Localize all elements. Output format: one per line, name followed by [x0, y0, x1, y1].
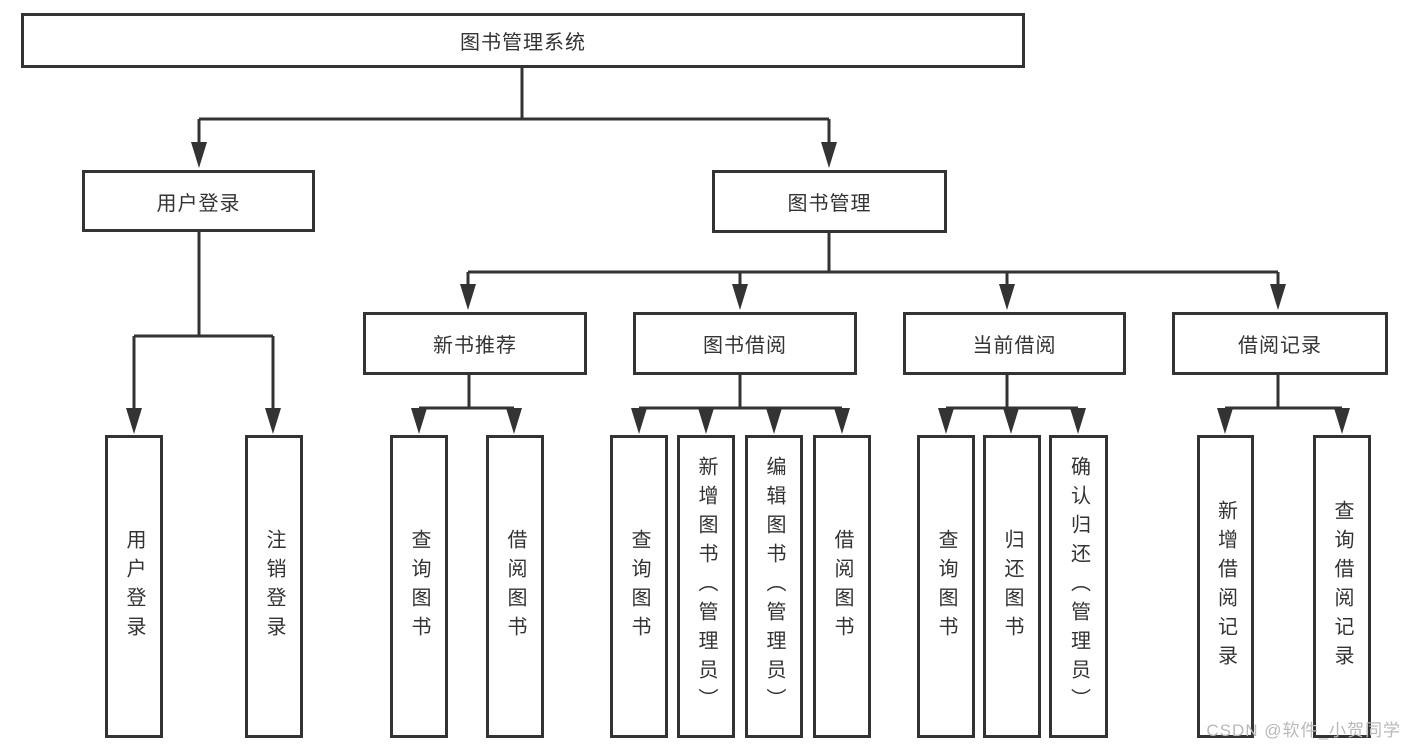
node-book-borrowing: 图书借阅	[633, 312, 857, 375]
leaf-bb-edit-books-admin: 编辑图书（管理员）	[745, 435, 803, 738]
leaf-br-add-record: 新增借阅记录	[1197, 435, 1254, 738]
leaf-br-add-record-label: 新增借阅记录	[1214, 499, 1237, 674]
leaf-logout-login-label: 注销登录	[263, 528, 285, 645]
leaf-bb-add-books-admin-label: 新增图书（管理员）	[695, 456, 717, 717]
arrowheads	[126, 142, 1350, 434]
leaf-bb-add-books-admin: 新增图书（管理员）	[677, 435, 735, 738]
leaf-nb-query-books-label: 查询图书	[408, 528, 430, 645]
leaf-br-query-record: 查询借阅记录	[1313, 435, 1371, 738]
leaf-cb-confirm-return-admin: 确认归还（管理员）	[1049, 435, 1108, 738]
leaf-user-login-label: 用户登录	[123, 528, 145, 645]
leaf-nb-borrow-books-label: 借阅图书	[504, 528, 526, 645]
node-current-borrowing: 当前借阅	[903, 312, 1126, 375]
leaf-bb-query-books: 查询图书	[610, 435, 668, 738]
leaf-bb-edit-books-admin-label: 编辑图书（管理员）	[763, 456, 785, 717]
watermark: CSDN @软件_小贺同学	[1206, 721, 1401, 740]
leaf-cb-confirm-return-admin-label: 确认归还（管理员）	[1067, 456, 1090, 717]
leaf-br-query-record-label: 查询借阅记录	[1331, 499, 1353, 674]
node-system-label: 图书管理系统	[460, 32, 586, 54]
leaf-bb-borrow-books-label: 借阅图书	[831, 528, 853, 645]
node-book-borrowing-label: 图书借阅	[703, 335, 787, 357]
leaf-logout-login: 注销登录	[245, 435, 303, 738]
leaf-nb-query-books: 查询图书	[390, 435, 448, 738]
node-borrowing-records: 借阅记录	[1172, 312, 1388, 375]
leaf-user-login: 用户登录	[105, 435, 163, 738]
node-user-login-label: 用户登录	[156, 192, 241, 215]
leaf-bb-borrow-books: 借阅图书	[813, 435, 871, 738]
leaf-cb-return-books: 归还图书	[983, 435, 1041, 738]
leaf-cb-query-books: 查询图书	[917, 435, 975, 738]
leaf-nb-borrow-books: 借阅图书	[486, 435, 544, 738]
node-new-book-recommendation-label: 新书推荐	[433, 335, 517, 357]
node-system: 图书管理系统	[21, 13, 1025, 68]
leaf-cb-return-books-label: 归还图书	[1001, 528, 1023, 645]
node-book-management: 图书管理	[712, 170, 947, 233]
node-borrowing-records-label: 借阅记录	[1238, 335, 1322, 357]
node-current-borrowing-label: 当前借阅	[972, 335, 1057, 357]
node-book-management-label: 图书管理	[787, 193, 872, 215]
node-user-login: 用户登录	[82, 170, 315, 232]
node-new-book-recommendation: 新书推荐	[363, 312, 587, 375]
leaf-cb-query-books-label: 查询图书	[935, 528, 957, 645]
leaf-bb-query-books-label: 查询图书	[628, 528, 650, 645]
